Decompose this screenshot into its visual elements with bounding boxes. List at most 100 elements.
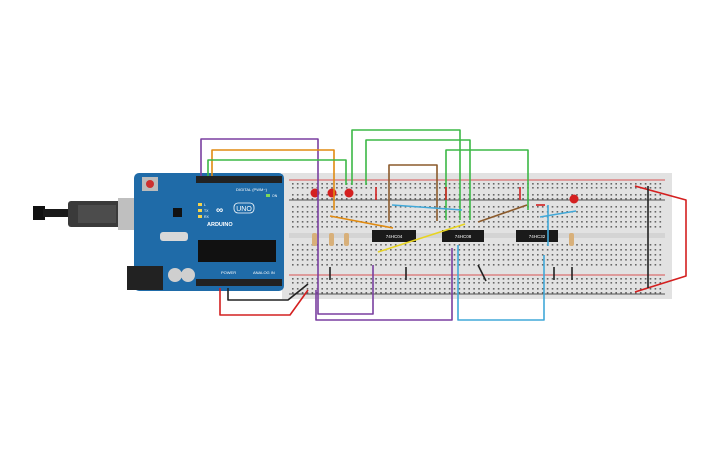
breadboard-hole[interactable] <box>512 211 515 213</box>
breadboard-hole[interactable] <box>336 211 338 213</box>
breadboard-hole[interactable] <box>306 221 309 223</box>
breadboard-hole[interactable] <box>478 259 480 261</box>
breadboard-hole[interactable] <box>502 259 505 261</box>
breadboard-hole[interactable] <box>341 226 343 228</box>
breadboard-hole[interactable] <box>590 259 593 261</box>
breadboard-hole[interactable] <box>414 216 417 218</box>
breadboard-hole[interactable] <box>556 211 559 213</box>
breadboard-hole[interactable] <box>605 198 608 200</box>
breadboard-hole[interactable] <box>360 216 363 218</box>
breadboard-hole[interactable] <box>659 288 662 290</box>
breadboard-hole[interactable] <box>659 183 662 185</box>
breadboard-hole[interactable] <box>292 206 294 208</box>
breadboard-hole[interactable] <box>292 288 294 290</box>
breadboard-hole[interactable] <box>375 282 377 284</box>
breadboard-hole[interactable] <box>345 211 348 213</box>
breadboard-hole[interactable] <box>488 259 490 261</box>
breadboard-hole[interactable] <box>409 226 412 228</box>
breadboard-hole[interactable] <box>576 278 578 280</box>
breadboard-hole[interactable] <box>586 198 588 200</box>
breadboard-hole[interactable] <box>620 249 622 251</box>
breadboard-hole[interactable] <box>649 278 652 280</box>
breadboard-hole[interactable] <box>414 282 417 284</box>
breadboard-hole[interactable] <box>615 221 617 223</box>
breadboard-hole[interactable] <box>625 292 627 294</box>
breadboard-hole[interactable] <box>326 264 328 266</box>
breadboard-hole[interactable] <box>488 249 490 251</box>
breadboard-hole[interactable] <box>345 288 348 290</box>
breadboard-hole[interactable] <box>306 292 309 294</box>
breadboard-hole[interactable] <box>546 183 549 185</box>
breadboard-hole[interactable] <box>385 292 387 294</box>
breadboard-hole[interactable] <box>443 249 446 251</box>
breadboard-hole[interactable] <box>649 292 652 294</box>
breadboard-hole[interactable] <box>537 211 539 213</box>
breadboard-hole[interactable] <box>595 278 598 280</box>
breadboard-hole[interactable] <box>409 292 412 294</box>
breadboard-hole[interactable] <box>561 198 564 200</box>
breadboard-hole[interactable] <box>375 292 377 294</box>
breadboard-hole[interactable] <box>537 278 539 280</box>
breadboard-hole[interactable] <box>341 292 343 294</box>
breadboard-hole[interactable] <box>610 187 613 189</box>
breadboard-hole[interactable] <box>375 216 377 218</box>
breadboard-hole[interactable] <box>615 244 617 246</box>
breadboard-hole[interactable] <box>556 226 559 228</box>
breadboard-hole[interactable] <box>649 211 652 213</box>
breadboard-hole[interactable] <box>390 187 392 189</box>
breadboard-hole[interactable] <box>571 216 573 218</box>
breadboard-hole[interactable] <box>458 244 461 246</box>
breadboard-hole[interactable] <box>625 288 627 290</box>
breadboard-hole[interactable] <box>566 259 568 261</box>
breadboard-hole[interactable] <box>571 249 573 251</box>
breadboard-hole[interactable] <box>605 194 608 196</box>
breadboard-hole[interactable] <box>630 183 632 185</box>
breadboard-hole[interactable] <box>326 282 328 284</box>
breadboard-hole[interactable] <box>429 206 431 208</box>
breadboard-hole[interactable] <box>404 254 407 256</box>
breadboard-hole[interactable] <box>394 221 397 223</box>
breadboard-hole[interactable] <box>497 187 500 189</box>
breadboard-hole[interactable] <box>541 282 544 284</box>
breadboard-hole[interactable] <box>321 288 323 290</box>
breadboard-hole[interactable] <box>375 183 377 185</box>
breadboard-hole[interactable] <box>512 194 515 196</box>
breadboard-hole[interactable] <box>605 244 608 246</box>
breadboard-hole[interactable] <box>527 216 529 218</box>
breadboard-hole[interactable] <box>561 226 564 228</box>
breadboard-hole[interactable] <box>595 194 598 196</box>
breadboard-hole[interactable] <box>625 254 627 256</box>
breadboard-hole[interactable] <box>296 198 299 200</box>
breadboard-hole[interactable] <box>600 282 603 284</box>
breadboard-hole[interactable] <box>620 194 622 196</box>
breadboard-hole[interactable] <box>595 216 598 218</box>
breadboard-hole[interactable] <box>292 278 294 280</box>
breadboard-hole[interactable] <box>576 244 578 246</box>
breadboard-hole[interactable] <box>473 264 475 266</box>
breadboard-hole[interactable] <box>463 221 466 223</box>
breadboard-hole[interactable] <box>336 198 338 200</box>
breadboard-hole[interactable] <box>483 221 485 223</box>
breadboard-hole[interactable] <box>296 183 299 185</box>
breadboard-hole[interactable] <box>497 206 500 208</box>
breadboard-hole[interactable] <box>365 244 368 246</box>
breadboard-hole[interactable] <box>394 187 397 189</box>
breadboard-hole[interactable] <box>586 226 588 228</box>
breadboard-hole[interactable] <box>301 292 304 294</box>
breadboard-hole[interactable] <box>576 226 578 228</box>
breadboard-hole[interactable] <box>659 292 662 294</box>
breadboard-hole[interactable] <box>635 187 637 189</box>
breadboard-hole[interactable] <box>605 254 608 256</box>
wire-black-5[interactable] <box>477 264 487 282</box>
breadboard-hole[interactable] <box>492 221 495 223</box>
breadboard-hole[interactable] <box>551 221 554 223</box>
breadboard-hole[interactable] <box>296 254 299 256</box>
breadboard-hole[interactable] <box>414 288 417 290</box>
breadboard-hole[interactable] <box>375 264 377 266</box>
breadboard-hole[interactable] <box>390 259 392 261</box>
breadboard-hole[interactable] <box>581 282 583 284</box>
breadboard-hole[interactable] <box>345 221 348 223</box>
resistor-3[interactable] <box>344 233 349 246</box>
breadboard-hole[interactable] <box>350 206 353 208</box>
breadboard-hole[interactable] <box>556 216 559 218</box>
